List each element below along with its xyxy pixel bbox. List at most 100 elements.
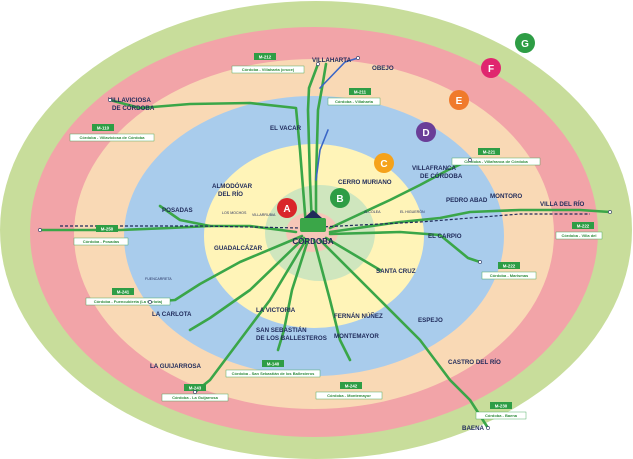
town-almodovar[interactable]: ALMODÓVAR bbox=[212, 182, 253, 190]
stop-markers bbox=[38, 56, 612, 430]
route-line-santa-cruz bbox=[324, 236, 382, 272]
svg-text:Córdoba - Baena: Córdoba - Baena bbox=[485, 413, 518, 418]
route-badge-m250[interactable]: M-250 Córdoba - Posadas bbox=[73, 225, 129, 246]
svg-text:M-250: M-250 bbox=[101, 226, 114, 231]
route-badge-m241[interactable]: M-241 Córdoba - Fuencubierta (La Carlota… bbox=[85, 288, 171, 306]
stop-marker bbox=[193, 390, 197, 394]
svg-text:M-211: M-211 bbox=[354, 89, 367, 94]
cordoba-center[interactable]: CÓRDOBA bbox=[292, 210, 334, 246]
zone-badge-A: A bbox=[277, 198, 297, 218]
zone-badge-D: D bbox=[416, 122, 436, 142]
route-badge-m230[interactable]: M-230 Córdoba - Baena bbox=[475, 402, 527, 420]
stop-marker bbox=[468, 158, 472, 162]
svg-text:Córdoba - Villaharta: Córdoba - Villaharta bbox=[335, 99, 374, 104]
stop-marker bbox=[148, 300, 152, 304]
zone-badge-F: F bbox=[481, 58, 501, 78]
svg-text:Córdoba - Montemayor: Córdoba - Montemayor bbox=[327, 393, 371, 398]
svg-text:M-212: M-212 bbox=[259, 54, 272, 59]
town-la-carlota[interactable]: LA CARLOTA bbox=[152, 311, 192, 318]
town-villafranca[interactable]: VILLAFRANCA bbox=[412, 165, 457, 172]
svg-text:E: E bbox=[456, 96, 463, 107]
svg-text:C: C bbox=[380, 159, 387, 170]
svg-text:M-110: M-110 bbox=[97, 125, 110, 130]
svg-text:M-230: M-230 bbox=[495, 403, 508, 408]
zone-badge-C: C bbox=[374, 153, 394, 173]
route-line-obejo bbox=[319, 57, 359, 89]
town-la-victoria[interactable]: LA VICTORIA bbox=[256, 307, 296, 314]
svg-text:D: D bbox=[422, 128, 429, 139]
route-line-villaharta bbox=[306, 62, 320, 228]
route-badge-m211[interactable]: M-211 Córdoba - Villaharta bbox=[327, 88, 381, 106]
town-guadalcazar[interactable]: GUADALCÁZAR bbox=[214, 245, 263, 252]
route-badge-m212[interactable]: M-212 Córdoba - Villaharta (cruce) bbox=[231, 53, 305, 74]
stop-marker bbox=[608, 210, 612, 214]
zone-badges: G F E D C B A bbox=[277, 33, 535, 218]
svg-text:B: B bbox=[336, 194, 343, 205]
zone-badge-G: G bbox=[515, 33, 535, 53]
town-baena[interactable]: BAENA bbox=[462, 425, 485, 432]
town-villaviciosa-2: DE CÓRDOBA bbox=[112, 104, 155, 112]
svg-text:Córdoba - Villafranca de Córdo: Córdoba - Villafranca de Córdoba bbox=[464, 159, 528, 164]
svg-text:M-243: M-243 bbox=[189, 385, 202, 390]
svg-text:A: A bbox=[283, 204, 290, 215]
route-badge-m110[interactable]: M-110 Córdoba - Villaviciosa de Córdoba bbox=[69, 124, 155, 142]
town-alcolea[interactable]: ALCOLEA bbox=[364, 210, 381, 214]
town-el-higueron[interactable]: EL HIGUERÓN bbox=[400, 209, 425, 214]
route-badge-m140[interactable]: M-140 Córdoba - San Sebastián de los Bal… bbox=[225, 360, 321, 378]
town-pedro-abad[interactable]: PEDRO ABAD bbox=[446, 197, 488, 204]
route-badge-m222[interactable]: M-222 Córdoba - Marismas bbox=[481, 262, 537, 280]
town-la-guijarrosa[interactable]: LA GUIJARROSA bbox=[150, 363, 202, 370]
town-villaviciosa[interactable]: VILLAVICIOSA bbox=[108, 97, 151, 104]
zone-badge-E: E bbox=[449, 90, 469, 110]
town-villa-del-rio[interactable]: VILLA DEL RÍO bbox=[540, 200, 585, 208]
route-line-san-sebastian bbox=[276, 238, 310, 352]
town-los-mochos[interactable]: LOS MOCHOS bbox=[222, 211, 247, 215]
svg-text:Córdoba - San Sebastián de los: Córdoba - San Sebastián de los Ballester… bbox=[232, 371, 315, 376]
route-badge-m243[interactable]: M-243 Córdoba - La Guijarrosa bbox=[161, 384, 229, 402]
town-san-sebastian[interactable]: SAN SEBASTIÁN bbox=[256, 327, 307, 334]
cordoba-icon bbox=[300, 218, 326, 232]
route-badge-m223[interactable]: M-222 Córdoba - Villa del bbox=[555, 222, 603, 240]
town-posadas[interactable]: POSADAS bbox=[162, 207, 193, 214]
cordoba-label: CÓRDOBA bbox=[292, 237, 334, 246]
town-espejo[interactable]: ESPEJO bbox=[418, 317, 443, 324]
railway bbox=[60, 213, 590, 229]
route-line-east bbox=[328, 208, 612, 234]
town-castro-del-rio[interactable]: CASTRO DEL RÍO bbox=[448, 358, 501, 366]
svg-text:Córdoba - Marismas: Córdoba - Marismas bbox=[490, 273, 529, 278]
route-badges: M-212 Córdoba - Villaharta (cruce) M-211… bbox=[69, 53, 603, 420]
town-montemayor[interactable]: MONTEMAYOR bbox=[334, 333, 379, 340]
route-line-el-carpio bbox=[328, 230, 482, 264]
route-badge-m221[interactable]: M-221 Córdoba - Villafranca de Córdoba bbox=[451, 148, 541, 166]
town-montoro[interactable]: MONTORO bbox=[490, 193, 522, 200]
town-cerro-muriano[interactable]: CERRO MURIANO bbox=[338, 179, 392, 186]
town-obejo[interactable]: OBEJO bbox=[372, 65, 394, 72]
svg-text:M-222: M-222 bbox=[503, 263, 516, 268]
railway-east-west bbox=[60, 213, 590, 229]
route-line-villaviciosa bbox=[108, 98, 308, 228]
stop-marker bbox=[316, 62, 320, 66]
town-el-carpio[interactable]: EL CARPIO bbox=[428, 233, 462, 240]
svg-text:G: G bbox=[521, 39, 529, 50]
route-line-villafranca bbox=[328, 158, 472, 230]
route-line-la-carlota bbox=[188, 236, 306, 332]
stop-marker bbox=[38, 228, 42, 232]
stop-marker bbox=[356, 56, 360, 60]
svg-text:Córdoba - Fuencubierta (La Car: Córdoba - Fuencubierta (La Carlota) bbox=[94, 299, 163, 304]
town-fernan-nunez[interactable]: FERNÁN NÚÑEZ bbox=[334, 313, 383, 320]
svg-text:Córdoba - Posadas: Córdoba - Posadas bbox=[83, 239, 120, 244]
town-santa-cruz[interactable]: SANTA CRUZ bbox=[376, 268, 416, 275]
town-el-vacar[interactable]: EL VACAR bbox=[270, 125, 302, 132]
svg-text:Córdoba - La Guijarrosa: Córdoba - La Guijarrosa bbox=[172, 395, 219, 400]
stop-marker bbox=[478, 260, 482, 264]
route-line-posadas bbox=[158, 204, 212, 228]
stop-marker bbox=[108, 98, 112, 102]
svg-text:M-221: M-221 bbox=[483, 149, 496, 154]
route-badge-m242[interactable]: M-242 Córdoba - Montemayor bbox=[315, 382, 383, 400]
town-fuencarreta[interactable]: FUENCARRETA bbox=[145, 277, 172, 281]
svg-text:F: F bbox=[488, 64, 494, 75]
town-villarrubia[interactable]: VILLARRUBIA bbox=[252, 213, 276, 217]
town-villaharta[interactable]: VILLAHARTA bbox=[312, 57, 352, 64]
